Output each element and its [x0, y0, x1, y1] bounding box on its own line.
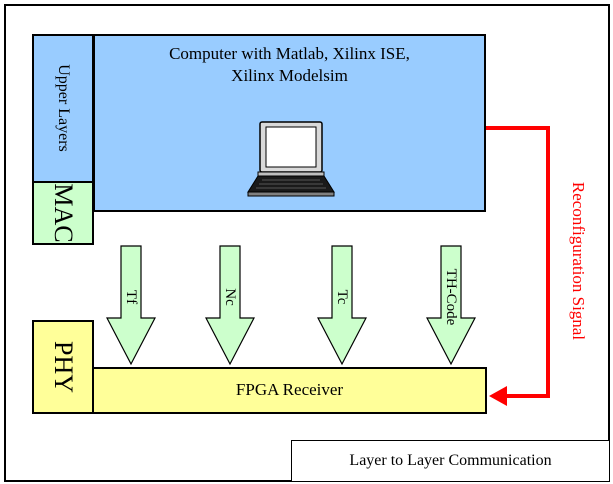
arrow-label-tc: Tc: [334, 289, 350, 305]
arrow-label-th-code: TH-Code: [443, 268, 459, 326]
mac-block: [32, 181, 94, 245]
arrow-label-nc: Nc: [222, 288, 238, 306]
laptop-icon: [247, 121, 335, 197]
reconfiguration-signal-line: [486, 126, 550, 406]
arrow-nc: [205, 245, 255, 366]
computer-label-line2: Xilinx Modelsim: [231, 66, 348, 85]
computer-label-line1: Computer with Matlab, Xilinx ISE,: [169, 44, 410, 63]
arrow-label-tf: Tf: [123, 289, 139, 305]
fpga-receiver-label: FPGA Receiver: [235, 380, 344, 399]
fpga-receiver-block: [92, 367, 487, 414]
reconfiguration-signal-label: Reconfiguration Signal: [569, 181, 588, 341]
arrow-tc: [317, 245, 367, 366]
legend-label: Layer to Layer Communication: [349, 452, 552, 469]
legend-box: [291, 440, 610, 482]
arrow-tf: [106, 245, 156, 366]
arrow-th-code: [426, 245, 476, 366]
